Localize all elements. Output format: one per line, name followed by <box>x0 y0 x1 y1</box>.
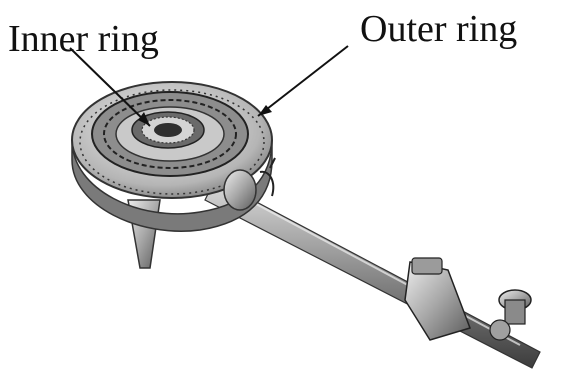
gas-valve <box>405 258 470 340</box>
outer-ring-label: Outer ring <box>360 10 517 48</box>
inner-ring-label: Inner ring <box>8 20 159 58</box>
gas-pipe <box>205 180 540 368</box>
valve-knob <box>490 290 531 340</box>
arrow-outer <box>258 46 348 116</box>
